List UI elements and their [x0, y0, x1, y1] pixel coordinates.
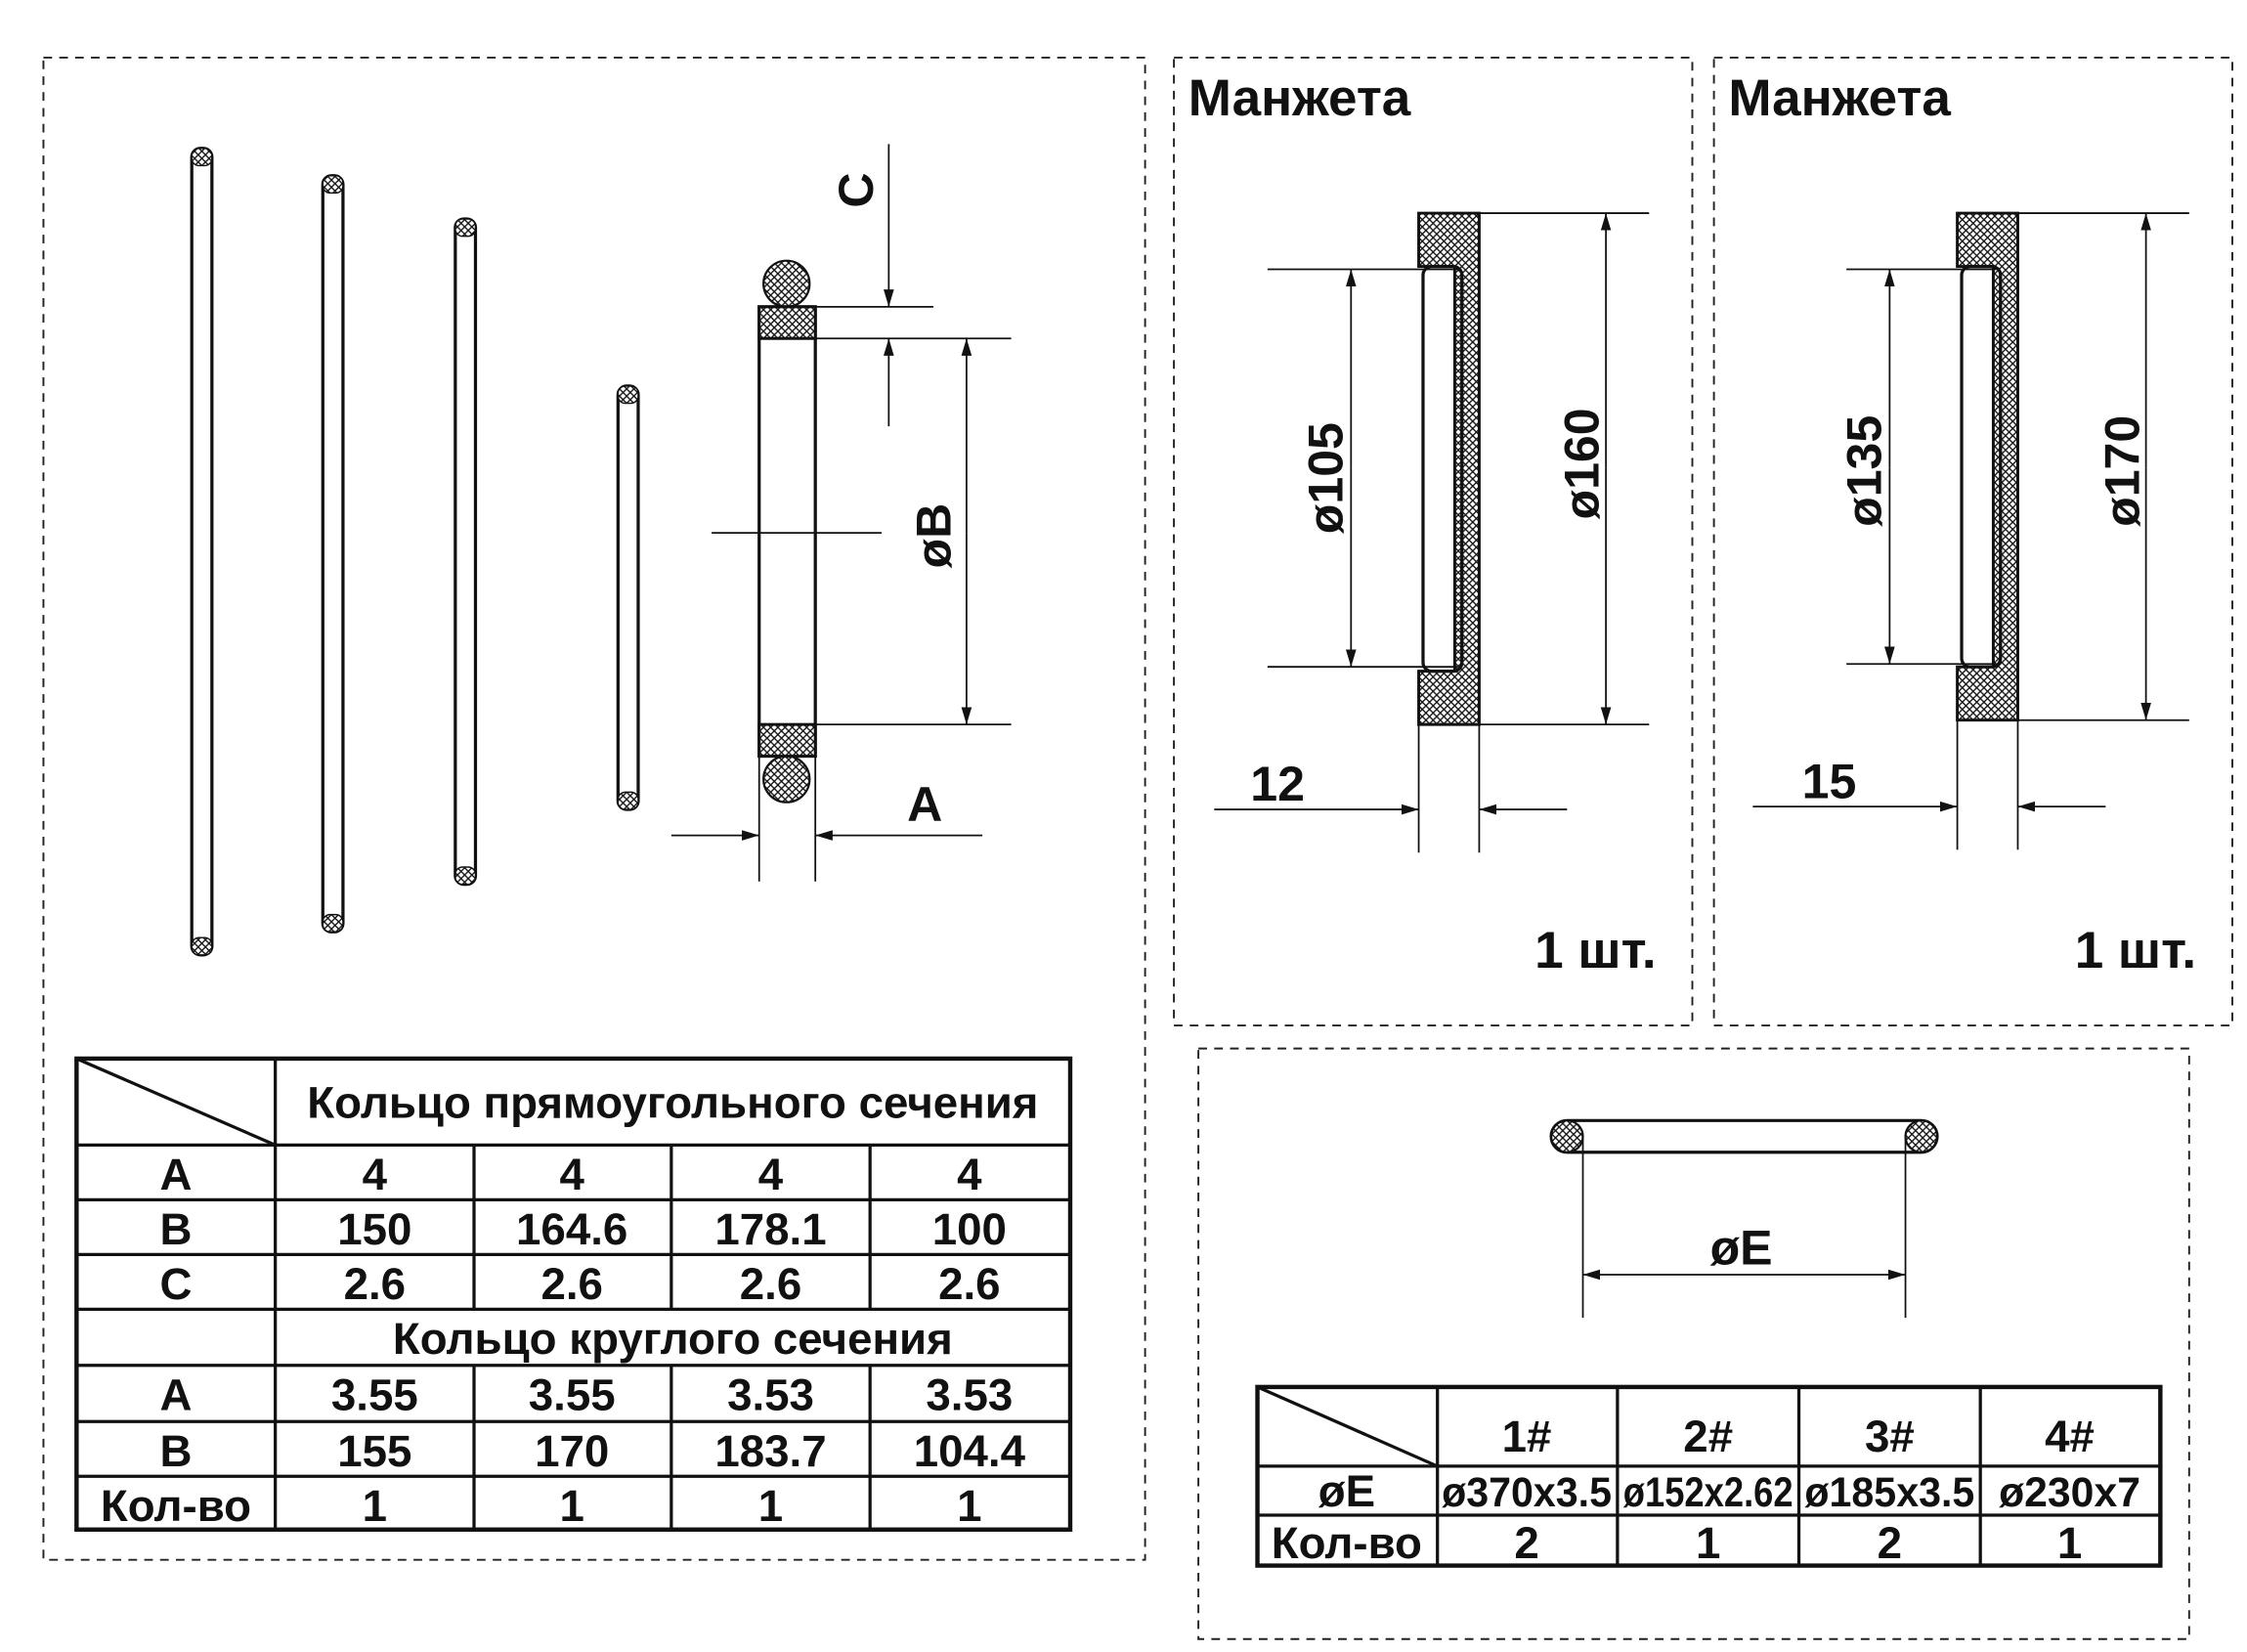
rings-spec-table: Кольцо прямоугольного сечения Кольцо кру…	[74, 1056, 1073, 1532]
inner-diameter-label: ø135	[1837, 415, 1892, 527]
rings-panel: C øB A Кольцо прямоугольного се	[42, 56, 1146, 1561]
table-cell: 2.6	[540, 1259, 602, 1309]
dimension-e-label: øE	[1710, 1221, 1773, 1276]
table-cell: 1	[2057, 1518, 2082, 1568]
quantity-label: 1 шт.	[1534, 922, 1656, 979]
table-cell: ø230x7	[1999, 1469, 2140, 1516]
table-cell: 1	[559, 1481, 583, 1531]
table-cell: 1	[758, 1481, 783, 1531]
panel-border	[1712, 56, 2233, 1027]
dimension-c-label: C	[829, 172, 884, 207]
panel-border	[42, 56, 1146, 1561]
table-cell: ø185x3.5	[1804, 1469, 1974, 1516]
table-cell: 4	[957, 1150, 982, 1199]
ring-profile-2	[321, 174, 345, 934]
row-label: B	[160, 1426, 193, 1476]
section-title-rectangular: Кольцо прямоугольного сечения	[307, 1077, 1038, 1127]
row-label: A	[160, 1369, 193, 1419]
cuff-title: Манжета	[1728, 69, 1951, 127]
table-cell: 3.55	[331, 1369, 418, 1419]
width-label: 12	[1250, 757, 1305, 811]
cuff-section-drawing	[1752, 211, 2189, 850]
cuff-panel-2: Манжета ø135 ø170 15 1 шт.	[1712, 56, 2233, 1027]
panel-border	[1173, 56, 1694, 1027]
ring-profile-3	[454, 217, 478, 887]
table-cell: 2	[1878, 1518, 1902, 1568]
table-cell: 155	[337, 1426, 411, 1476]
ring-profiles	[190, 147, 640, 957]
row-label: A	[160, 1150, 193, 1199]
table-cell: 2	[1514, 1518, 1538, 1568]
inner-diameter-label: ø105	[1298, 422, 1353, 534]
table-cell: 1	[363, 1481, 387, 1531]
table-cell: 1	[957, 1481, 981, 1531]
dimension-b-label: øB	[907, 503, 962, 569]
section-title-round: Кольцо круглого сечения	[393, 1314, 953, 1364]
cuff-title: Манжета	[1188, 69, 1411, 127]
table-cell: 183.7	[714, 1426, 826, 1476]
table-cell: ø370x3.5	[1442, 1469, 1612, 1516]
table-cell: 2.6	[344, 1259, 406, 1309]
table-cell: 170	[535, 1426, 609, 1476]
row-label: C	[160, 1259, 193, 1309]
quantity-label: 1 шт.	[2075, 922, 2196, 979]
table-cell: 178.1	[714, 1204, 826, 1254]
table-cell: 2.6	[740, 1259, 801, 1309]
outer-diameter-label: ø160	[1555, 408, 1610, 519]
column-header: 4#	[2045, 1412, 2095, 1461]
table-cell: 1	[1696, 1518, 1720, 1568]
table-cell: 3.53	[727, 1369, 814, 1419]
width-label: 15	[1802, 754, 1857, 808]
table-cell: 100	[932, 1204, 1007, 1254]
ring-profile-1	[190, 147, 214, 957]
oring-drawing	[1549, 1118, 1939, 1319]
table-cell: 150	[337, 1204, 411, 1254]
column-header: 1#	[1502, 1412, 1552, 1461]
cuff-section-drawing	[1214, 211, 1650, 853]
column-header: 2#	[1683, 1412, 1733, 1461]
table-cell: 4	[758, 1150, 784, 1199]
table-cell: ø152x2.62	[1623, 1469, 1793, 1516]
cuff-panel-1: Манжета ø105 ø160 12 1 шт.	[1173, 56, 1694, 1027]
table-cell: 3.55	[529, 1369, 616, 1419]
table-cell: 104.4	[914, 1426, 1026, 1476]
table-cell: 4	[559, 1150, 584, 1199]
dimension-a-label: A	[907, 777, 942, 832]
ring-detail-drawing: C øB A	[670, 144, 1012, 882]
ring-profile-4	[616, 384, 640, 811]
row-label: øE	[1318, 1466, 1375, 1516]
table-cell: 164.6	[516, 1204, 627, 1254]
column-header: 3#	[1865, 1412, 1915, 1461]
table-cell: 2.6	[938, 1259, 1000, 1309]
table-cell: 4	[363, 1150, 388, 1199]
row-label: Кол-во	[1272, 1518, 1422, 1568]
row-label: B	[160, 1204, 193, 1254]
outer-diameter-label: ø170	[2095, 415, 2149, 527]
row-label: Кол-во	[101, 1481, 251, 1531]
table-cell: 3.53	[926, 1369, 1013, 1419]
